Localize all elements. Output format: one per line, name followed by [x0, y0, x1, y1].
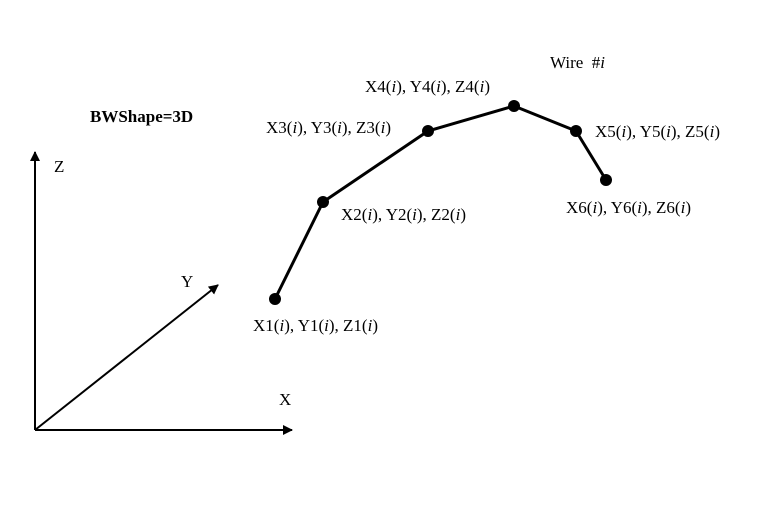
z-axis-label: Z	[54, 157, 64, 176]
wire-node-2	[317, 196, 329, 208]
point-label-2: X2(i), Y2(i), Z2(i)	[341, 205, 466, 224]
point-label-1: X1(i), Y1(i), Z1(i)	[253, 316, 378, 335]
point-label-6: X6(i), Y6(i), Z6(i)	[566, 198, 691, 217]
wire-node-6	[600, 174, 612, 186]
y-axis-label: Y	[181, 272, 193, 291]
wire-label: Wire #i	[550, 53, 605, 72]
wire-node-5	[570, 125, 582, 137]
wire-path	[273, 104, 608, 300]
wire-node-4	[508, 100, 520, 112]
bwshape-title: BWShape=3D	[90, 107, 193, 126]
wire-node-1	[269, 293, 281, 305]
x-axis-label: X	[279, 390, 291, 409]
wire-nodes	[269, 100, 612, 305]
point-label-3: X3(i), Y3(i), Z3(i)	[266, 118, 391, 137]
y-axis	[34, 284, 219, 431]
point-label-4: X4(i), Y4(i), Z4(i)	[365, 77, 490, 96]
wire-node-3	[422, 125, 434, 137]
point-label-5: X5(i), Y5(i), Z5(i)	[595, 122, 720, 141]
